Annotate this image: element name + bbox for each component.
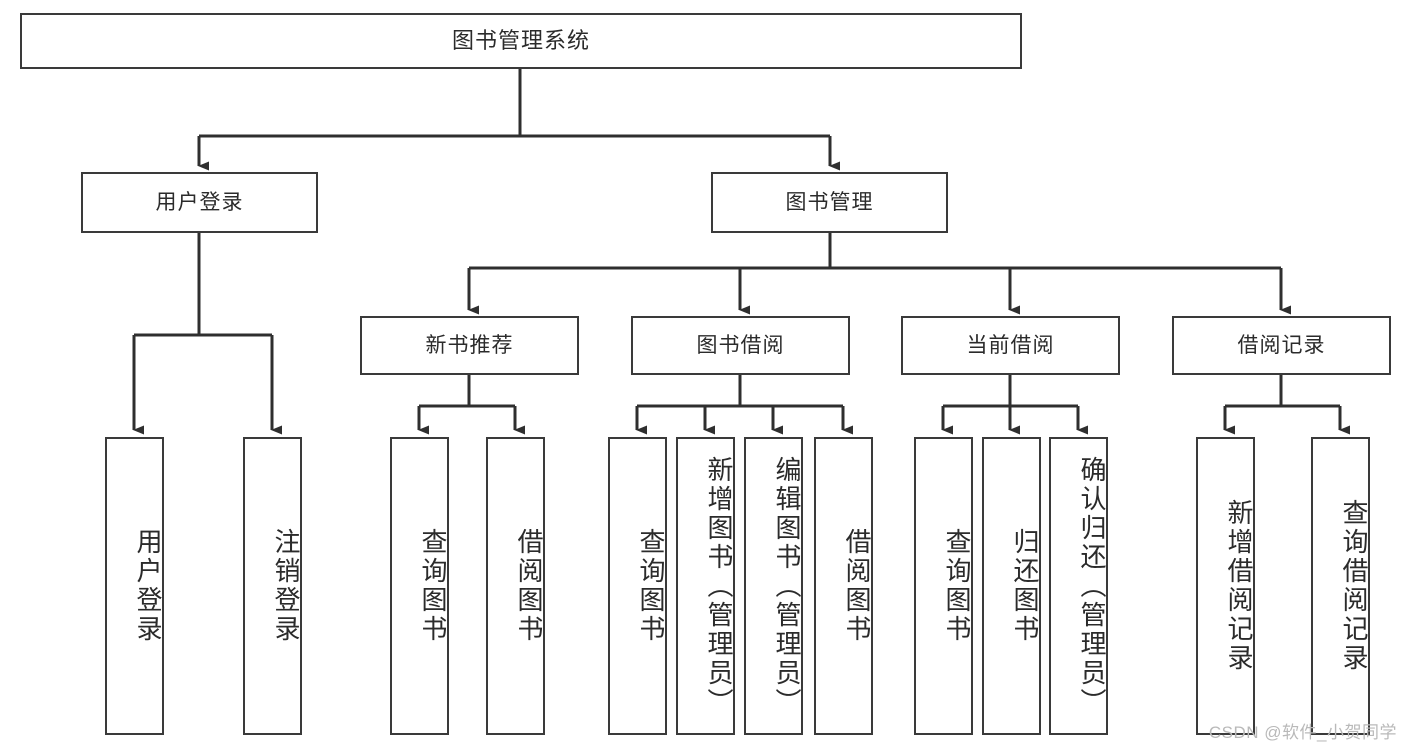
leaf-borrow-record-query-record[interactable]: 查询借阅记录 (1311, 437, 1370, 735)
leaf-label: 编辑图书（管理员） (772, 455, 802, 717)
node-borrow-record[interactable]: 借阅记录 (1172, 316, 1391, 375)
leaf-new-book-borrow-books[interactable]: 借阅图书 (486, 437, 545, 735)
node-book-borrow[interactable]: 图书借阅 (631, 316, 850, 375)
leaf-label: 查询图书 (418, 528, 448, 644)
leaf-new-book-query-books[interactable]: 查询图书 (390, 437, 449, 735)
leaf-label: 注销登录 (271, 528, 301, 644)
leaf-label: 查询图书 (942, 528, 972, 644)
leaf-current-borrow-return-books[interactable]: 归还图书 (982, 437, 1041, 735)
watermark: CSDN @软件_小贺同学 (1208, 723, 1397, 742)
node-root-label: 图书管理系统 (451, 27, 590, 53)
leaf-label: 新增图书（管理员） (704, 455, 734, 717)
node-book-management[interactable]: 图书管理 (711, 172, 948, 233)
leaf-current-borrow-confirm-return-admin[interactable]: 确认归还（管理员） (1049, 437, 1108, 735)
node-current-borrow[interactable]: 当前借阅 (901, 316, 1120, 375)
node-current-borrow-label: 当前借阅 (966, 333, 1055, 357)
node-book-management-label: 图书管理 (785, 190, 874, 214)
leaf-label: 归还图书 (1010, 528, 1040, 644)
leaf-book-borrow-query-books[interactable]: 查询图书 (608, 437, 667, 735)
leaf-book-borrow-borrow-books[interactable]: 借阅图书 (814, 437, 873, 735)
leaf-borrow-record-add-record[interactable]: 新增借阅记录 (1196, 437, 1255, 735)
leaf-book-borrow-edit-book-admin[interactable]: 编辑图书（管理员） (744, 437, 803, 735)
node-new-book-recommend[interactable]: 新书推荐 (360, 316, 579, 375)
leaf-label: 用户登录 (133, 528, 163, 644)
leaf-label: 确认归还（管理员） (1077, 455, 1107, 717)
node-new-book-recommend-label: 新书推荐 (425, 333, 514, 357)
leaf-label: 新增借阅记录 (1224, 499, 1254, 673)
leaf-label: 查询借阅记录 (1339, 499, 1369, 673)
leaf-label: 查询图书 (636, 528, 666, 644)
leaf-label: 借阅图书 (514, 528, 544, 644)
node-root-book-management-system[interactable]: 图书管理系统 (20, 13, 1022, 69)
leaf-book-borrow-add-book-admin[interactable]: 新增图书（管理员） (676, 437, 735, 735)
node-user-login[interactable]: 用户登录 (81, 172, 318, 233)
node-borrow-record-label: 借阅记录 (1237, 333, 1326, 357)
leaf-label: 借阅图书 (842, 528, 872, 644)
leaf-user-login-signin[interactable]: 用户登录 (105, 437, 164, 735)
leaf-current-borrow-query-books[interactable]: 查询图书 (914, 437, 973, 735)
node-user-login-label: 用户登录 (155, 190, 244, 214)
leaf-user-login-signout[interactable]: 注销登录 (243, 437, 302, 735)
node-book-borrow-label: 图书借阅 (696, 333, 785, 357)
